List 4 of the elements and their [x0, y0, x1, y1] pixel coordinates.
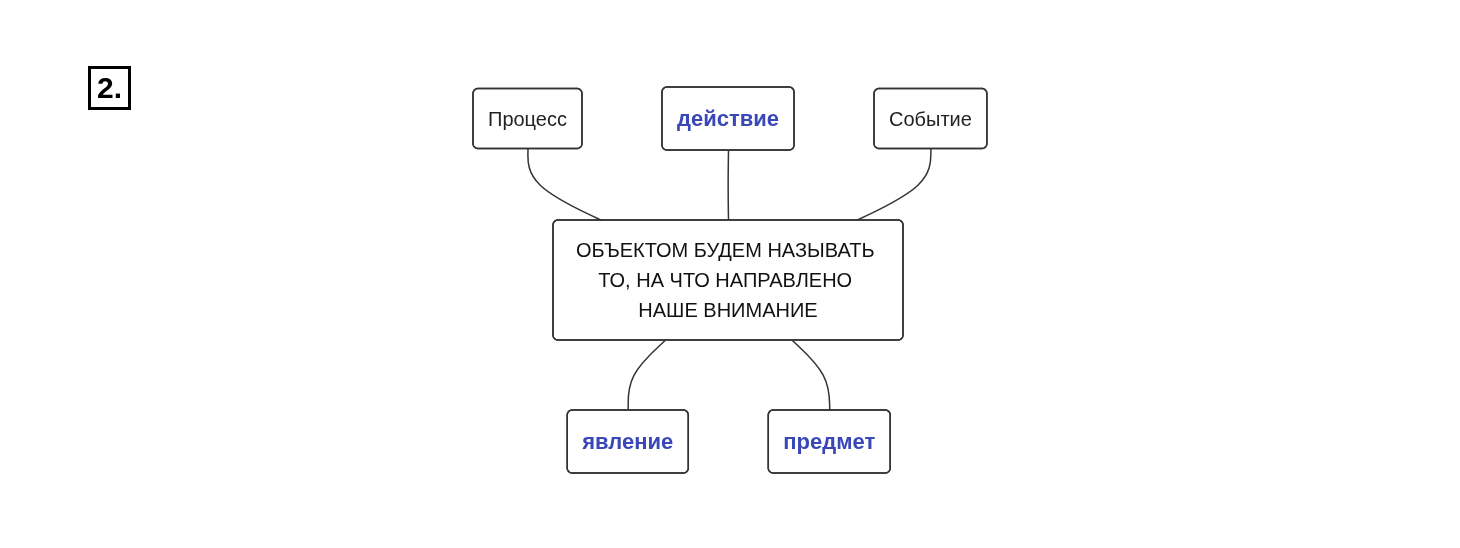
connector: [727, 149, 730, 222]
task-number: 2.: [88, 66, 132, 110]
connector: [627, 339, 666, 412]
connector: [791, 339, 831, 412]
